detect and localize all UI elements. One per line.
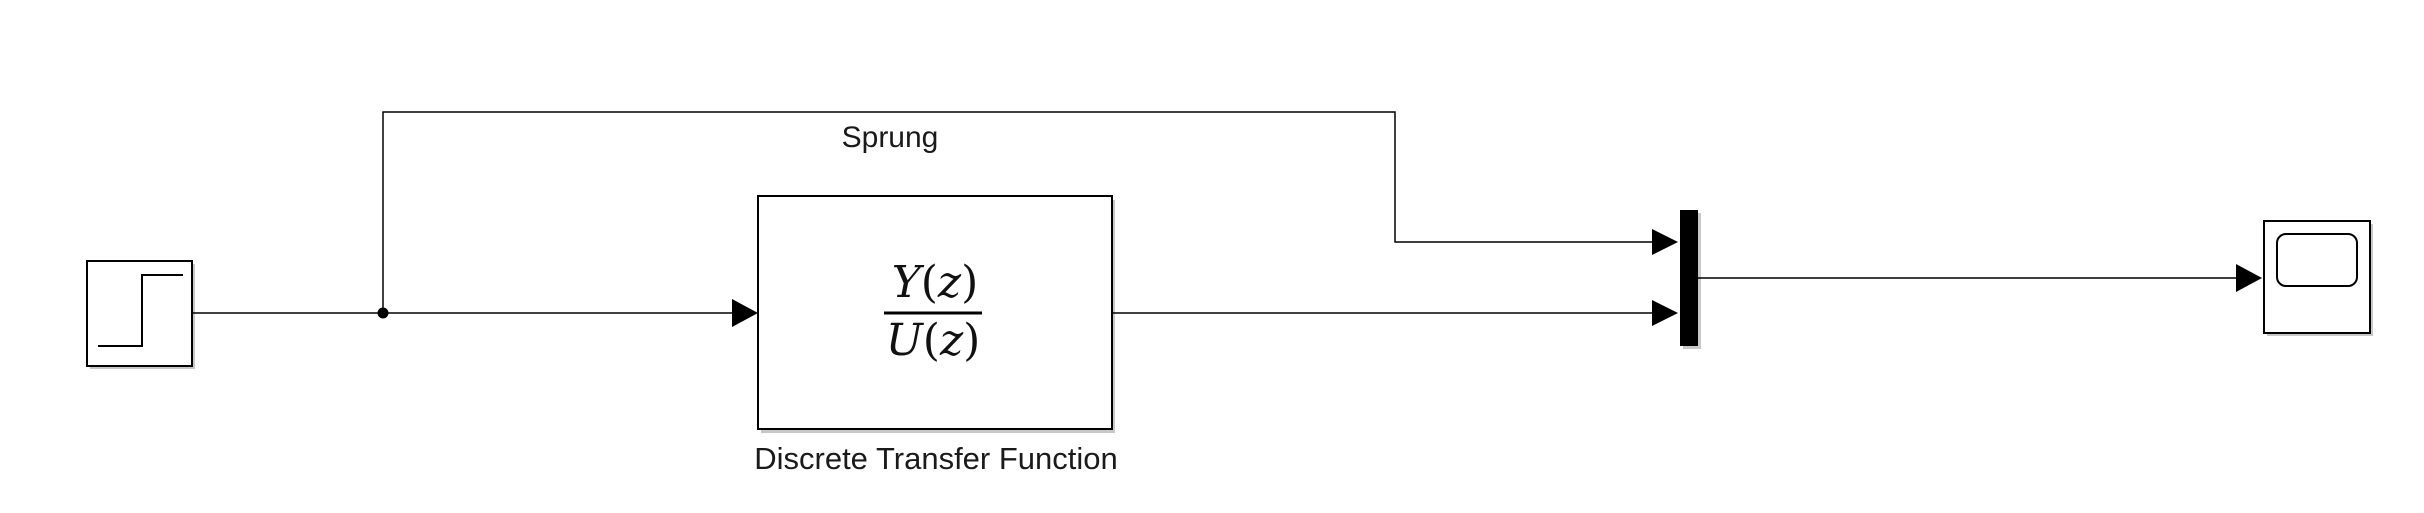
mux-block[interactable] <box>1680 210 1701 349</box>
step-block-body[interactable] <box>86 260 193 367</box>
discrete-transfer-function-block[interactable]: Y(z) U(z) <box>757 195 1115 433</box>
step-icon <box>98 274 183 347</box>
mux-block-body[interactable] <box>1680 210 1698 346</box>
arrowhead-mux-input-1 <box>1652 229 1678 255</box>
scope-icon <box>2276 233 2358 287</box>
scope-block[interactable] <box>2263 220 2373 336</box>
signal-label-sprung[interactable]: Sprung <box>842 121 939 154</box>
arrowhead-tf-input <box>732 299 758 327</box>
tf-numerator: Y(z) <box>892 257 979 308</box>
tf-denominator: U(z) <box>886 315 981 366</box>
step-block[interactable] <box>86 260 195 369</box>
tf-block-label[interactable]: Discrete Transfer Function <box>754 441 1118 476</box>
arrowhead-scope-input <box>2236 264 2262 292</box>
arrowhead-mux-input-2 <box>1652 300 1678 326</box>
signal-line-sprung[interactable] <box>382 111 1652 313</box>
